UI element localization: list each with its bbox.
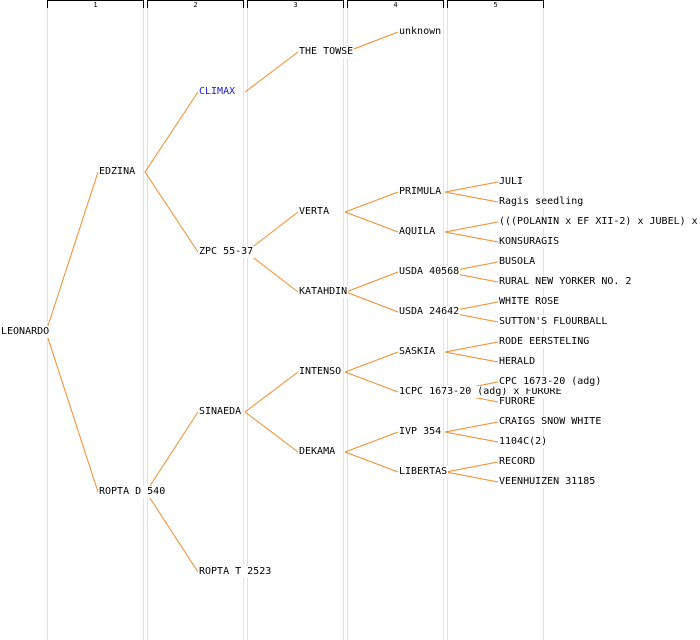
connector-dekama-libertas — [344, 451, 399, 473]
pedigree-node-konsuragis[interactable]: KONSURAGIS — [498, 236, 561, 248]
pedigree-node-record[interactable]: RECORD — [498, 456, 537, 468]
connector-intenso-cpc-furore — [344, 371, 399, 393]
pedigree-node-leonardo[interactable]: LEONARDO — [0, 326, 51, 338]
connector-zpc-55-37-verta — [245, 211, 299, 253]
pedigree-node-climax[interactable]: CLIMAX — [199, 86, 236, 97]
pedigree-node-rode-eersteling[interactable]: RODE EERSTELING — [498, 336, 591, 348]
generation-header-4: 4 — [347, 0, 444, 9]
pedigree-node-veenhuizen[interactable]: VEENHUIZEN 31185 — [498, 476, 597, 488]
pedigree-node-1104c2[interactable]: 1104C(2) — [498, 436, 549, 448]
generation-header-label: 3 — [293, 1, 298, 9]
pedigree-node-aquila[interactable]: AQUILA — [398, 226, 437, 238]
connector-primula-juli — [444, 181, 499, 193]
pedigree-node-intenso[interactable]: INTENSO — [298, 366, 343, 378]
pedigree-node-ropta-d540[interactable]: ROPTA D 540 — [98, 486, 167, 498]
generation-header-5: 5 — [447, 0, 544, 9]
pedigree-node-cpc-furore[interactable]: 1CPC 1673-20 (adg) x FURORE — [398, 386, 563, 398]
pedigree-node-white-rose[interactable]: WHITE ROSE — [498, 296, 561, 308]
connector-aquila-konsuragis — [444, 231, 499, 243]
pedigree-node-herald[interactable]: HERALD — [498, 356, 537, 368]
generation-column-4 — [347, 4, 444, 640]
pedigree-node-furore[interactable]: FURORE — [498, 396, 537, 408]
pedigree-node-usda-24642[interactable]: USDA 24642 — [398, 306, 461, 318]
pedigree-node-suttons-flourball[interactable]: SUTTON'S FLOURBALL — [498, 316, 609, 328]
connector-verta-primula — [344, 191, 399, 213]
generation-header-3: 3 — [247, 0, 344, 9]
connector-libertas-veenhuizen — [445, 471, 499, 483]
connector-verta-aquila — [344, 211, 399, 233]
pedigree-node-rural-new-yorker[interactable]: RURAL NEW YORKER NO. 2 — [498, 276, 633, 288]
pedigree-node-juli[interactable]: JULI — [498, 176, 525, 188]
connector-leonardo-ropta-d540 — [45, 331, 99, 493]
connector-zpc-55-37-katahdin — [245, 251, 299, 293]
generation-header-2: 2 — [147, 0, 244, 9]
connector-saskia-rode-eersteling — [444, 341, 499, 353]
connector-ropta-d540-ropta-t2523 — [145, 491, 199, 573]
pedigree-node-katahdin[interactable]: KATAHDIN — [298, 286, 349, 298]
pedigree-node-ragis-seedling[interactable]: Ragis seedling — [498, 196, 585, 208]
connector-the-towse-unknown — [345, 31, 399, 53]
pedigree-node-sinaeda[interactable]: SINAEDA — [198, 406, 243, 418]
pedigree-node-edzina[interactable]: EDZINA — [98, 166, 137, 178]
connector-katahdin-usda-24642 — [345, 291, 399, 313]
connector-ivp-354-craigs-snow-white — [444, 421, 499, 433]
generation-header-label: 1 — [93, 1, 98, 9]
pedigree-node-saskia[interactable]: SASKIA — [398, 346, 437, 358]
pedigree-node-craigs-snow-white[interactable]: CRAIGS SNOW WHITE — [498, 416, 603, 428]
pedigree-node-libertas[interactable]: LIBERTAS — [398, 466, 449, 478]
pedigree-node-ropta-t2523[interactable]: ROPTA T 2523 — [198, 566, 273, 578]
pedigree-node-primula[interactable]: PRIMULA — [398, 186, 443, 198]
connector-ivp-354-1104c2 — [444, 431, 499, 443]
connector-saskia-herald — [444, 351, 499, 363]
connector-leonardo-edzina — [45, 171, 99, 333]
connector-primula-ragis-seedling — [444, 191, 499, 203]
connector-libertas-record — [445, 461, 499, 473]
pedigree-node-ivp-354[interactable]: IVP 354 — [398, 426, 443, 438]
connector-katahdin-usda-40568 — [345, 271, 399, 293]
pedigree-node-cpc-1673-20[interactable]: CPC 1673-20 (adg) — [498, 376, 603, 388]
connector-sinaeda-dekama — [244, 411, 299, 453]
generation-column-1 — [47, 4, 144, 640]
generation-column-2 — [147, 4, 244, 640]
connector-aquila-polanin-cross — [444, 221, 499, 233]
generation-header-1: 1 — [47, 0, 144, 9]
pedigree-node-the-towse[interactable]: THE TOWSE — [298, 46, 355, 58]
connector-edzina-zpc-55-37 — [144, 171, 199, 253]
pedigree-node-busola[interactable]: BUSOLA — [498, 256, 537, 268]
connector-ropta-d540-sinaeda — [145, 411, 199, 493]
pedigree-node-verta[interactable]: VERTA — [298, 206, 331, 218]
generation-header-label: 5 — [493, 1, 498, 9]
connector-climax-the-towse — [244, 51, 299, 93]
connector-dekama-ivp-354 — [344, 431, 399, 453]
generation-header-label: 4 — [393, 1, 398, 9]
connector-intenso-saskia — [344, 351, 399, 373]
connector-edzina-climax — [144, 91, 199, 173]
generation-column-3 — [247, 4, 344, 640]
pedigree-node-usda-40568[interactable]: USDA 40568 — [398, 266, 461, 278]
pedigree-node-unknown[interactable]: unknown — [398, 26, 443, 38]
pedigree-node-zpc-55-37[interactable]: ZPC 55-37 — [198, 246, 255, 258]
pedigree-node-dekama[interactable]: DEKAMA — [298, 446, 337, 458]
pedigree-node-polanin-cross[interactable]: (((POLANIN x EF XII-2) x JUBEL) x — [498, 216, 699, 228]
connector-sinaeda-intenso — [244, 371, 299, 413]
generation-header-label: 2 — [193, 1, 198, 9]
